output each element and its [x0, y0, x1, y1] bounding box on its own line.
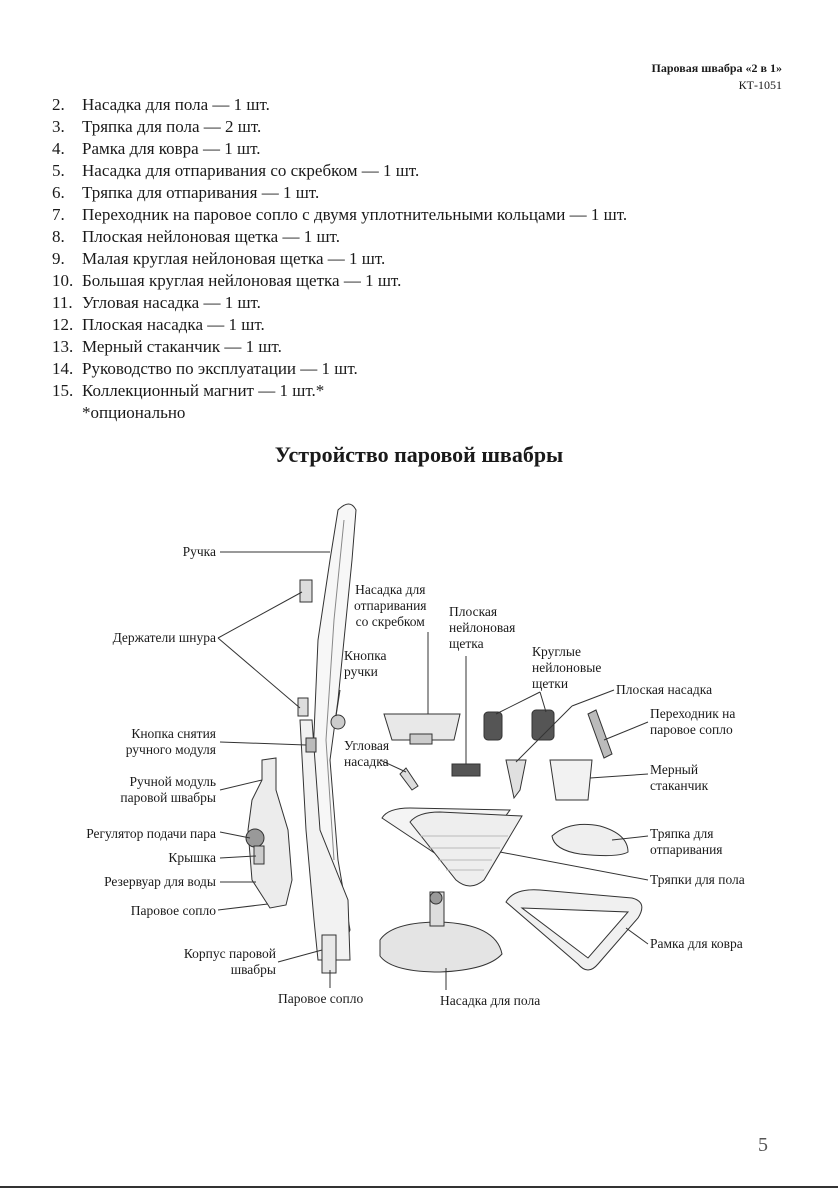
- list-item: 12.Плоская насадка — 1 шт.: [52, 315, 265, 334]
- package-contents-list: 2.Насадка для пола — 1 шт. 3.Тряпка для …: [52, 94, 627, 402]
- label-steam-regulator: Регулятор подачи пара: [86, 826, 216, 841]
- list-item: 7.Переходник на паровое сопло с двумя уп…: [52, 205, 628, 224]
- round-brush-large-drawing: [531, 709, 555, 741]
- label-steam-nozzle-bottom: Паровое сопло: [278, 991, 364, 1006]
- list-item: 3.Тряпка для пола — 2 шт.: [52, 117, 262, 136]
- page-number: 5: [758, 1134, 768, 1156]
- label-release-button: Кнопка снятия ручного модуля: [125, 726, 216, 757]
- list-item: 8.Плоская нейлоновая щетка — 1 шт.: [52, 227, 340, 246]
- label-corner-attachment: Угловая насадка: [344, 738, 390, 769]
- corner-attachment-drawing: [399, 767, 419, 791]
- section-title: Устройство паровой швабры: [274, 442, 564, 467]
- list-item: 9.Малая круглая нейлоновая щетка — 1 шт.: [52, 249, 386, 268]
- label-water-tank: Резервуар для воды: [104, 874, 216, 889]
- scraper-attachment-drawing: [383, 713, 461, 741]
- adapter-drawing: [587, 709, 613, 759]
- list-item: 6.Тряпка для отпаривания — 1 шт.: [52, 183, 320, 202]
- label-adapter: Переходник на паровое сопло: [650, 706, 736, 737]
- label-lid: Крышка: [168, 850, 216, 865]
- label-steam-cloth: Тряпка для отпаривания: [650, 826, 723, 857]
- header-title: Паровая швабра «2 в 1»: [651, 61, 782, 75]
- mop-body-drawing: [299, 719, 351, 961]
- floor-attachment-drawing: [379, 921, 503, 973]
- list-item: 10.Большая круглая нейлоновая щетка — 1 …: [52, 271, 402, 290]
- bottom-divider: [0, 1186, 838, 1188]
- round-brush-small-drawing: [483, 711, 503, 741]
- list-item: 2.Насадка для пола — 1 шт.: [52, 95, 270, 114]
- list-item: 11.Угловая насадка — 1 шт.: [52, 293, 261, 312]
- list-item: 15.Коллекционный магнит — 1 шт.*: [52, 381, 325, 400]
- label-handle: Ручка: [182, 544, 216, 559]
- cord-holder-bottom: [297, 697, 309, 717]
- flat-nylon-brush-drawing: [451, 763, 481, 777]
- page-header: Паровая швабра «2 в 1» КТ-1051: [652, 60, 782, 94]
- label-flat-attachment: Плоская насадка: [616, 682, 713, 697]
- list-item: 14.Руководство по эксплуатации — 1 шт.: [52, 359, 358, 378]
- flat-attachment-drawing: [505, 759, 527, 800]
- label-carpet-frame: Рамка для ковра: [650, 936, 743, 951]
- hand-module-drawing: [247, 757, 293, 909]
- header-model: КТ-1051: [738, 78, 782, 92]
- label-scraper-attachment: Насадка для отпаривания со скребком: [354, 582, 427, 629]
- label-measuring-cup: Мерный стаканчик: [650, 762, 709, 793]
- label-round-brushes: Круглые нейлоновые щетки: [532, 644, 602, 691]
- list-item: 13.Мерный стаканчик — 1 шт.: [52, 337, 282, 356]
- cord-holder-top: [299, 579, 313, 603]
- list-item: 5.Насадка для отпаривания со скребком — …: [52, 161, 420, 180]
- handle-button-drawing: [330, 714, 346, 730]
- label-floor-cloths: Тряпки для пола: [650, 872, 745, 887]
- optional-note: *опционально: [82, 403, 186, 422]
- label-flat-nylon-brush: Плоская нейлоновая щетка: [449, 604, 516, 651]
- floor-cloth-2-drawing: [409, 811, 523, 887]
- label-hand-module: Ручной модуль паровой швабры: [120, 774, 216, 805]
- list-item: 4.Рамка для ковра — 1 шт.: [52, 139, 261, 158]
- label-cord-holders: Держатели шнура: [112, 630, 216, 645]
- label-steam-nozzle-left: Паровое сопло: [130, 903, 216, 918]
- label-body: Корпус паровой швабры: [183, 946, 276, 977]
- label-floor-attachment: Насадка для пола: [440, 993, 541, 1008]
- label-handle-button: Кнопка ручки: [344, 648, 387, 679]
- steam-cloth-drawing: [551, 823, 629, 857]
- measuring-cup-drawing: [549, 759, 593, 801]
